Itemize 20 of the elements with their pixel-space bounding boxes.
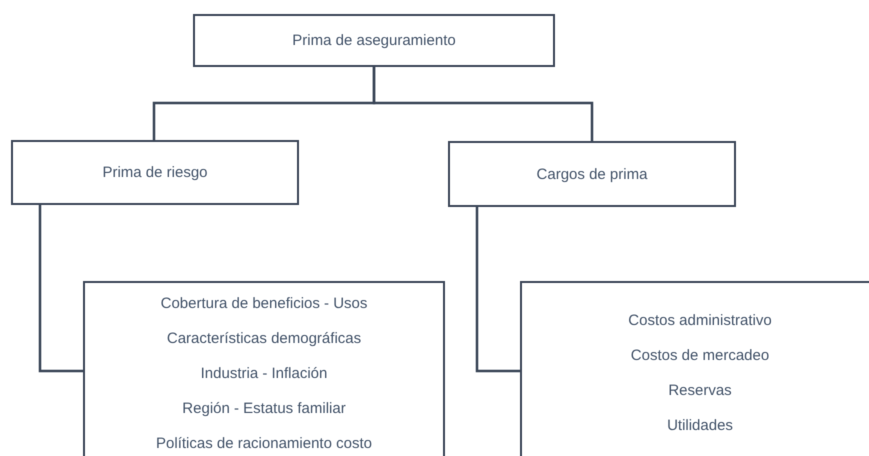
text-box xyxy=(193,14,555,67)
text-box xyxy=(448,141,736,207)
text-box xyxy=(11,140,299,205)
box-text: Prima de riesgo xyxy=(102,163,208,183)
connector-line xyxy=(476,207,520,372)
box-text: Cobertura de beneficios - Usos xyxy=(160,294,368,314)
box-text: Costos administrativo xyxy=(628,311,772,331)
box-text: Políticas de racionamiento costo xyxy=(156,434,372,454)
text-box xyxy=(520,281,869,456)
box-text: Industria - Inflación xyxy=(200,364,328,384)
text-box xyxy=(83,281,445,456)
box-text: Costos de mercadeo xyxy=(630,346,770,366)
box-text: Prima de aseguramiento xyxy=(292,31,456,51)
box-text: Región - Estatus familiar xyxy=(182,399,346,419)
box-text: Utilidades xyxy=(667,416,733,436)
box-text: Reservas xyxy=(668,381,732,401)
box-text: Características demográficas xyxy=(166,329,362,349)
connector-line xyxy=(38,205,83,372)
connector-line xyxy=(372,67,594,141)
box-text: Cargos de prima xyxy=(536,164,648,184)
